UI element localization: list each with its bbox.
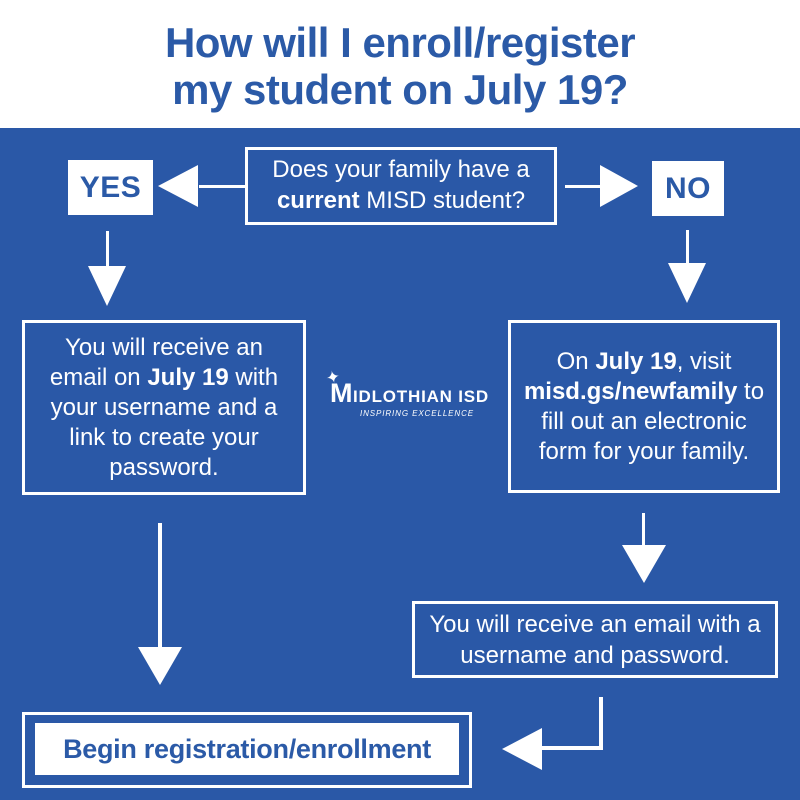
arrow-no-down-tail — [686, 230, 689, 265]
no-info-bold-date: July 19 — [595, 347, 677, 375]
arrow-no-to-email-tail — [642, 513, 645, 547]
arrow-email-to-final-head — [502, 728, 542, 770]
yes-info-box: You will receive an email on July 19 wit… — [22, 320, 306, 495]
arrow-no-to-email-head — [622, 545, 666, 583]
title-line-1: How will I enroll/register — [164, 18, 636, 66]
question-line-1: Does your family have a — [272, 156, 530, 184]
arrow-yes-to-final-tail — [158, 523, 162, 649]
no-info-post: to fill out an electronic form for your … — [538, 377, 765, 465]
star-icon: ✦ — [324, 366, 343, 389]
yes-label: YES — [68, 160, 153, 215]
yes-info-pre: You will receive an email on — [49, 333, 263, 391]
final-box: Begin registration/enrollment — [22, 712, 472, 788]
question-rest: MISD student? — [359, 187, 526, 214]
no-info-pre: On — [556, 347, 596, 375]
arrow-yes-down-tail — [106, 231, 109, 268]
email-box: You will receive an email with a usernam… — [412, 601, 778, 678]
arrow-question-to-yes-tail — [199, 185, 245, 188]
question-box: Does your family have a current MISD stu… — [245, 147, 557, 225]
title-line-2: my student on July 19? — [172, 66, 628, 113]
no-info-bold-url: misd.gs/newfamily — [523, 377, 738, 405]
final-box-inner: Begin registration/enrollment — [35, 723, 459, 775]
yes-info-text: You will receive an email on July 19 wit… — [41, 333, 287, 483]
arrow-question-to-no-head — [600, 165, 638, 207]
question-bold: current — [276, 187, 360, 214]
final-box-label: Begin registration/enrollment — [63, 733, 431, 764]
question-line-2: current MISD student? — [277, 186, 525, 217]
logo-tagline: INSPIRING EXCELLENCE — [359, 409, 474, 418]
arrow-email-to-final-horizontal — [541, 746, 603, 750]
no-info-mid: , visit — [676, 347, 732, 375]
misd-logo: ✦MIDLOTHIAN ISD INSPIRING EXCELLENCE — [324, 367, 488, 418]
arrow-question-to-no-tail — [565, 185, 601, 188]
arrow-no-down-head — [668, 263, 706, 303]
email-box-text: You will receive an email with a usernam… — [429, 610, 761, 669]
arrow-yes-to-final-head — [138, 647, 182, 685]
no-label: NO — [652, 161, 724, 216]
arrow-email-to-final-vertical — [599, 697, 603, 750]
arrow-question-to-yes-head — [158, 165, 198, 207]
no-info-box: On July 19, visit misd.gs/newfamily to f… — [508, 320, 780, 493]
yes-info-post: with your username and a link to create … — [50, 363, 279, 481]
misd-logo-name: ✦MIDLOTHIAN ISD — [324, 367, 488, 408]
logo-initial: M — [330, 378, 353, 408]
yes-info-bold: July 19 — [147, 363, 229, 391]
logo-wordmark: IDLOTHIAN ISD — [353, 387, 490, 406]
no-info-text: On July 19, visit misd.gs/newfamily to f… — [523, 347, 765, 467]
arrow-yes-down-head — [88, 266, 126, 306]
